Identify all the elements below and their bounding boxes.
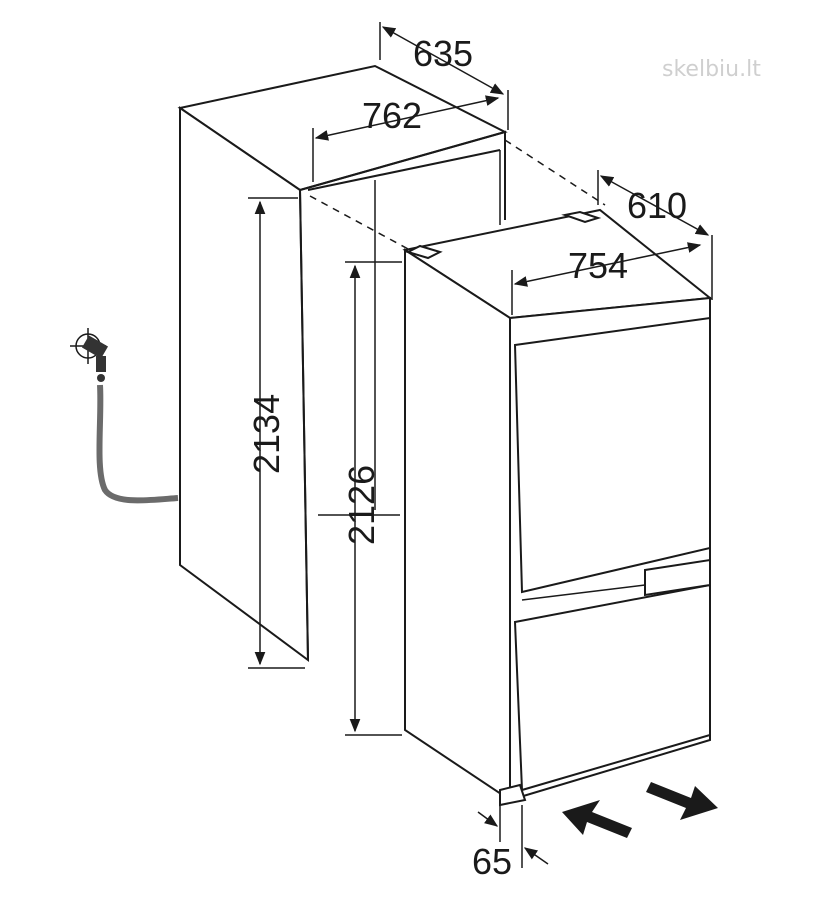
dimension-lines: [248, 22, 713, 868]
door-gap-line: [521, 584, 646, 601]
alignment-dash-1: [309, 195, 411, 251]
dim-label-plinth-offset: 65: [472, 841, 512, 882]
fridge-side-face: [404, 248, 511, 802]
dim-label-appliance-height: 2126: [341, 465, 382, 545]
fridge-appliance: [402, 208, 713, 807]
dim-label-appliance-depth: 610: [627, 185, 687, 226]
dim-65-arrow-a: [477, 811, 499, 827]
dim-label-appliance-width: 754: [568, 245, 628, 286]
dim-754-line: [513, 242, 702, 287]
install-arrows: [562, 782, 718, 838]
dim-610-line: [599, 175, 710, 236]
water-hose: [96, 384, 179, 504]
top-hinge-right: [561, 210, 602, 224]
alignment-dash-2: [504, 139, 606, 206]
water-connection: [70, 328, 179, 504]
niche-side-panel: [179, 106, 310, 663]
plinth-foot: [499, 783, 527, 807]
dim-label-niche-height: 2134: [246, 394, 287, 474]
lower-door: [513, 583, 711, 792]
niche-front-edge: [299, 189, 309, 661]
arrow-in-icon: [562, 800, 632, 838]
dim-label-niche-width: 762: [362, 95, 422, 136]
niche-back-edge: [299, 130, 506, 220]
freezer-handle-recess: [644, 558, 711, 597]
dim-635-line: [381, 26, 505, 95]
water-tap-icon: [70, 328, 109, 382]
dim-762-line: [314, 95, 500, 141]
arrow-out-icon: [646, 782, 718, 820]
watermark: skelbiu.lt: [662, 57, 761, 82]
top-hinge-left: [405, 244, 443, 260]
dim-65-arrow-b: [523, 847, 549, 865]
niche-inner-top-edge: [307, 149, 501, 191]
upper-door: [513, 316, 711, 594]
dim-label-niche-depth: 635: [413, 33, 473, 74]
